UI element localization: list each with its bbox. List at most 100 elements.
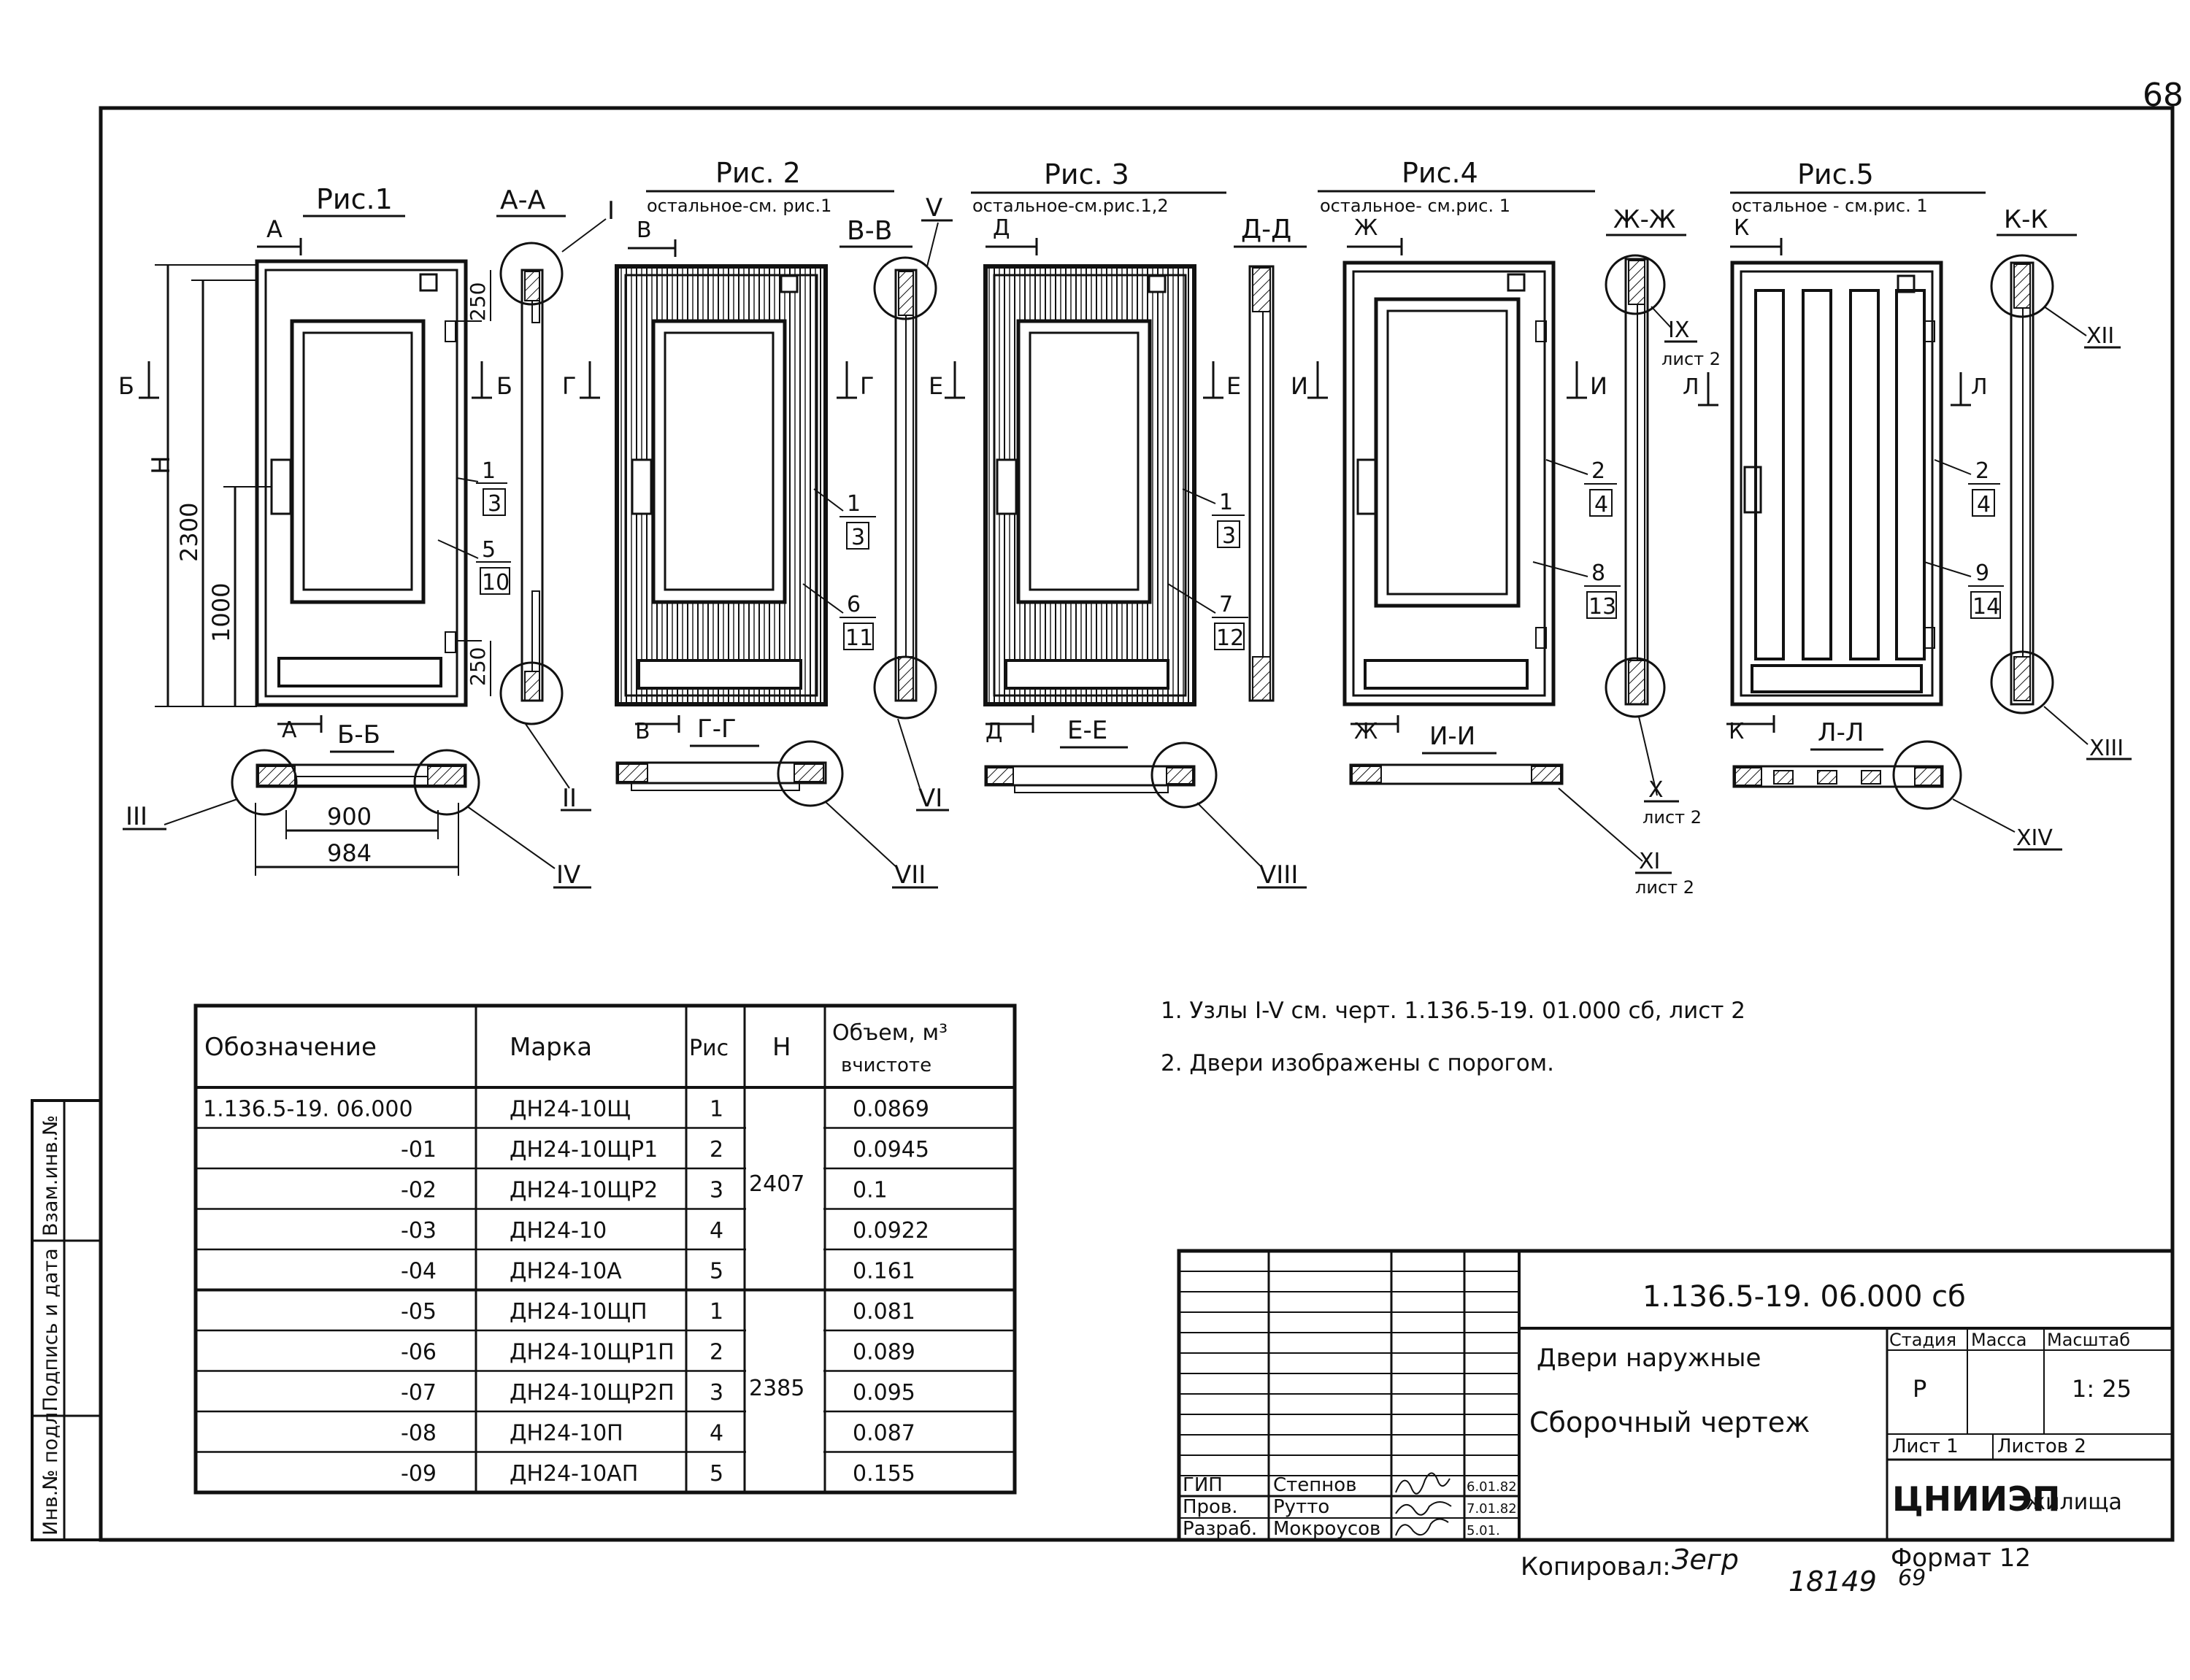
fig4-callout-13: 13 <box>1588 594 1616 620</box>
fig5-cut-l-right: Л <box>1971 374 1988 400</box>
table-cell-designation: -01 <box>401 1137 437 1163</box>
note-1: 1. Узлы I-V см. черт. 1.136.5-19. 01.000… <box>1161 998 1745 1024</box>
node-II-label: II <box>562 784 577 813</box>
node-I-circle <box>499 242 564 306</box>
left-stamp: Инв.№ подл. Подпись и дата Взам.инв.№ <box>31 1099 102 1541</box>
table-cell-designation: -03 <box>401 1218 437 1244</box>
fig1-callout-10: 10 <box>482 570 510 596</box>
tb-mass-header: Масса <box>1971 1330 2027 1350</box>
table-cell-volume: 0.1 <box>853 1178 888 1203</box>
table-cell-fig: 1 <box>710 1097 723 1122</box>
fig3-cut-d-bottom: Д <box>986 719 1002 744</box>
signature-stepnov <box>1395 1472 1451 1495</box>
table-cell-mark: ДН24-10А <box>510 1259 622 1284</box>
section-k-k: К-К XII XIII <box>1990 205 2132 761</box>
tb-scale-header: Масштаб <box>2047 1330 2130 1350</box>
stamp-signature-date: Подпись и дата <box>39 1248 62 1411</box>
figure-1: Рис.1 Н 2300 1000 250 250 А А Б <box>118 183 512 743</box>
fig2-kickplate <box>637 659 802 690</box>
tb-person-role: Пров. <box>1183 1496 1238 1518</box>
table-cell-mark: ДН24-10ЩР1П <box>510 1340 675 1365</box>
fig4-cut-zh-bottom: Ж <box>1354 719 1378 744</box>
fig1-title: Рис.1 <box>316 183 393 215</box>
signature-rutto <box>1395 1501 1452 1516</box>
table-cell-volume: 0.087 <box>853 1421 915 1446</box>
node-V-label: V <box>926 193 942 223</box>
fig2-cut-g-right: Г <box>860 372 875 400</box>
node-VI-label: VI <box>918 784 942 813</box>
fig5-door-frame <box>1730 261 1943 706</box>
fig4-note: остальное- см.рис. 1 <box>1320 196 1510 216</box>
table-cell-fig: 5 <box>710 1259 723 1284</box>
section-v-v-title: В-В <box>847 216 892 246</box>
node-XI-sheet: лист 2 <box>1635 877 1694 898</box>
fig2-cut-g-left: Г <box>562 372 577 400</box>
th-volume: Объем, м³ <box>832 1020 948 1046</box>
fig1-glass <box>290 319 426 604</box>
fig3-handle <box>996 458 1018 515</box>
table-cell-designation: -04 <box>401 1259 437 1284</box>
fig4-glass <box>1374 297 1521 608</box>
tb-name-2: Сборочный чертеж <box>1529 1406 1810 1438</box>
fig3-callout-3: 3 <box>1222 523 1236 549</box>
fig1-dim-250-bottom: 250 <box>466 647 490 686</box>
figure-4: Рис.4 остальное- см.рис. 1 Ж Ж И И 2 4 8… <box>1291 157 1621 744</box>
fig5-kickplate <box>1751 664 1923 693</box>
plan-b-b-dim-984: 984 <box>327 839 372 867</box>
section-zh-zh-title: Ж-Ж <box>1613 205 1676 234</box>
fig5-title: Рис.5 <box>1797 158 1874 190</box>
fig4-cut-zh-top: Ж <box>1354 215 1378 241</box>
copy-number-sub: 69 <box>1898 1565 1926 1591</box>
fig1-cut-b-left: Б <box>118 372 134 400</box>
node-XII-circle <box>1990 254 2054 318</box>
section-a-a-title: А-А <box>500 185 546 215</box>
fig2-title: Рис. 2 <box>715 157 801 189</box>
node-III-circle <box>231 749 298 816</box>
fig1-handle <box>270 458 292 515</box>
tb-sheets: Листов 2 <box>1997 1436 2086 1457</box>
copy-number: 18149 <box>1788 1565 1877 1598</box>
table-cell-mark: ДН24-10ЩП <box>510 1299 648 1325</box>
tb-person-name: Степнов <box>1273 1474 1357 1496</box>
fig1-dim-1000: 1000 <box>207 583 235 642</box>
fig5-note: остальное - см.рис. 1 <box>1732 196 1928 216</box>
th-mark: Марка <box>510 1033 592 1062</box>
table-cell-designation: 1.136.5-19. 06.000 <box>203 1097 413 1122</box>
node-III-label: III <box>126 802 147 831</box>
node-I-label: I <box>607 196 615 226</box>
table-cell-volume: 0.095 <box>853 1380 915 1406</box>
table-cell-fig: 5 <box>710 1461 723 1487</box>
table-cell-fig: 1 <box>710 1299 723 1325</box>
tb-org-main: ЦНИИЭП <box>1892 1479 2060 1519</box>
fig3-title: Рис. 3 <box>1044 158 1129 190</box>
fig4-door-frame <box>1342 261 1556 706</box>
figure-3: Рис. 3 остальное-см.рис.1,2 Д Д Е Е 1 3 … <box>929 158 1248 744</box>
node-IX-label: IX <box>1668 317 1689 343</box>
fig5-panel-3 <box>1849 289 1880 660</box>
section-zh-zh: Ж-Ж IX лист 2 Л X лист 2 <box>1605 205 1721 828</box>
fig3-cut-e-right: Е <box>1226 372 1241 400</box>
table-cell-volume: 0.0922 <box>853 1218 929 1244</box>
copy-stamp: Копировал: Зегр 18149 69 Формат 12 <box>1521 1544 2031 1598</box>
fig5-panel-2 <box>1802 289 1832 660</box>
fig3-glass <box>1016 319 1152 604</box>
fig5-panel-4 <box>1895 289 1926 660</box>
plan-b-b-dim-900: 900 <box>327 803 372 831</box>
table-cell-mark: ДН24-10ЩР2П <box>510 1380 675 1406</box>
node-VII-label: VII <box>894 860 926 890</box>
table-cell-designation: -02 <box>401 1178 437 1203</box>
fig1-dim-250-top: 250 <box>466 282 490 321</box>
node-X-label: X <box>1648 777 1664 803</box>
figure-2: Рис. 2 остальное-см. рис.1 В В Г Г 1 3 6… <box>562 157 894 744</box>
table-cell-fig: 2 <box>710 1340 723 1365</box>
fig1-dim-2300: 2300 <box>175 503 203 562</box>
node-VII-circle <box>777 740 844 807</box>
fig1-door-frame <box>255 259 468 707</box>
table-cell-volume: 0.081 <box>853 1299 915 1325</box>
section-v-v: V В-В VI <box>840 193 953 813</box>
table-cell-volume: 0.0945 <box>853 1137 929 1163</box>
spec-table: Обозначение Марка Рис Н Объем, м³ вчисто… <box>193 1003 1017 1495</box>
fig5-callout-14: 14 <box>1972 594 2000 620</box>
plan-g-g-title: Г-Г <box>697 714 737 744</box>
h-group-1: 2407 <box>749 1171 804 1197</box>
